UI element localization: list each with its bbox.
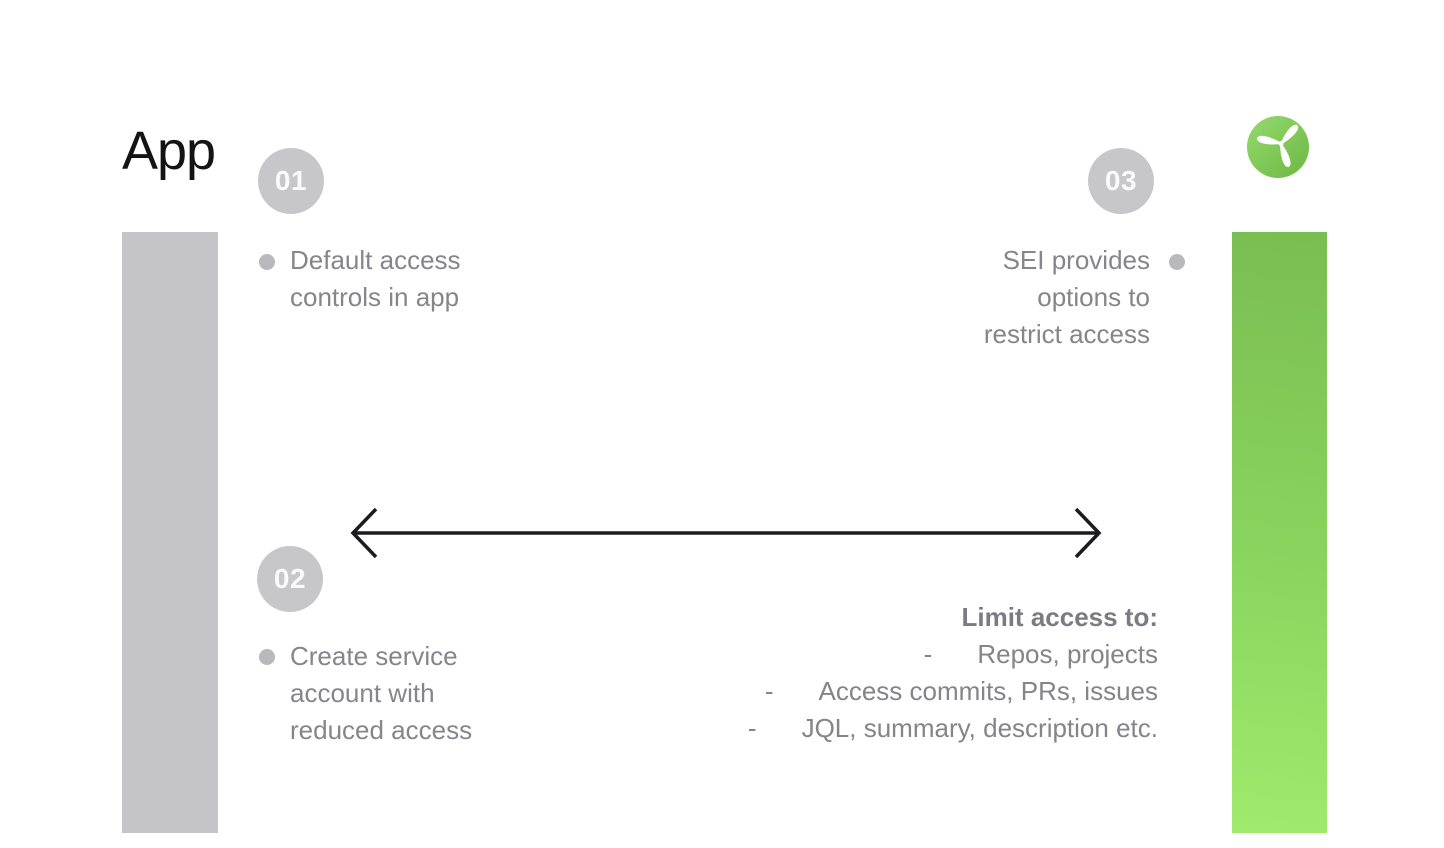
step-text-line: Create service <box>290 641 458 671</box>
step-text-line: SEI provides <box>1002 245 1150 275</box>
list-item-dash: - <box>923 639 933 669</box>
step-text-line: reduced access <box>290 715 473 745</box>
step-number-badge-01: 01 <box>258 148 324 214</box>
step-text-sei-options: SEI provides options to restrict access <box>984 242 1150 353</box>
list-item: - Repos, projects <box>748 636 1158 673</box>
turbine-icon <box>1247 116 1309 178</box>
list-item-text: JQL, summary, description etc. <box>801 713 1158 743</box>
step-number-badge-02: 02 <box>257 546 323 612</box>
list-item-dash: - <box>747 713 757 743</box>
step-number-badge-03: 03 <box>1088 148 1154 214</box>
page-title: App <box>122 121 216 181</box>
limit-access-title: Limit access to: <box>961 602 1158 632</box>
step-text-line: restrict access <box>983 319 1150 349</box>
list-item: - JQL, summary, description etc. <box>748 710 1158 747</box>
step-text-default-access: Default access controls in app <box>290 242 461 316</box>
step-number-label: 02 <box>273 563 307 594</box>
step-number-label: 01 <box>274 165 308 196</box>
step-text-line: controls in app <box>290 282 460 312</box>
list-item-dash: - <box>764 676 774 706</box>
app-column-bar <box>122 232 218 833</box>
limit-access-list: Limit access to: - Repos, projects - Acc… <box>748 599 1158 747</box>
dot-icon <box>259 254 275 270</box>
sei-column-bar <box>1232 232 1327 833</box>
step-number-label: 03 <box>1104 165 1138 196</box>
list-item: - Access commits, PRs, issues <box>748 673 1158 710</box>
dot-icon <box>1169 254 1185 270</box>
bidirectional-arrow-icon <box>350 507 1102 559</box>
dot-icon <box>259 649 275 665</box>
step-text-line: account with <box>290 678 435 708</box>
step-text-line: options to <box>1037 282 1150 312</box>
list-item-text: Access commits, PRs, issues <box>818 676 1158 706</box>
step-text-service-account: Create service account with reduced acce… <box>290 638 472 749</box>
step-text-line: Default access <box>290 245 461 275</box>
list-item-text: Repos, projects <box>977 639 1158 669</box>
